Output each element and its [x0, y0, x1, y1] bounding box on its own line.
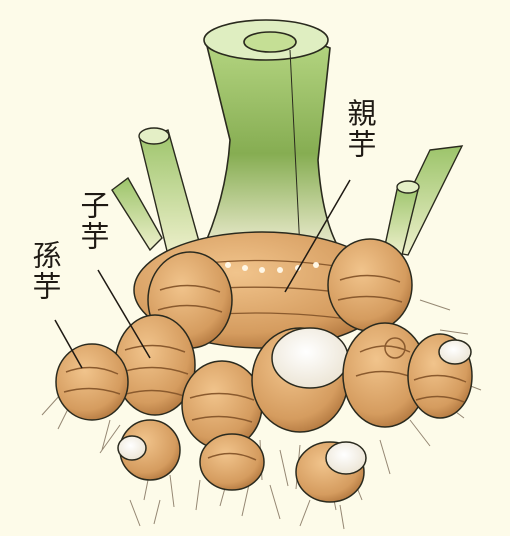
label-parent-corm: 親芋 [345, 98, 374, 160]
grandchild-corm-2 [200, 434, 264, 490]
label-child-corm: 子芋 [78, 190, 107, 252]
label-grandchild-corm: 孫芋 [30, 240, 59, 302]
child-corm-right [328, 239, 412, 331]
main-stem [200, 20, 340, 255]
grandchild-corm-left [56, 344, 128, 420]
